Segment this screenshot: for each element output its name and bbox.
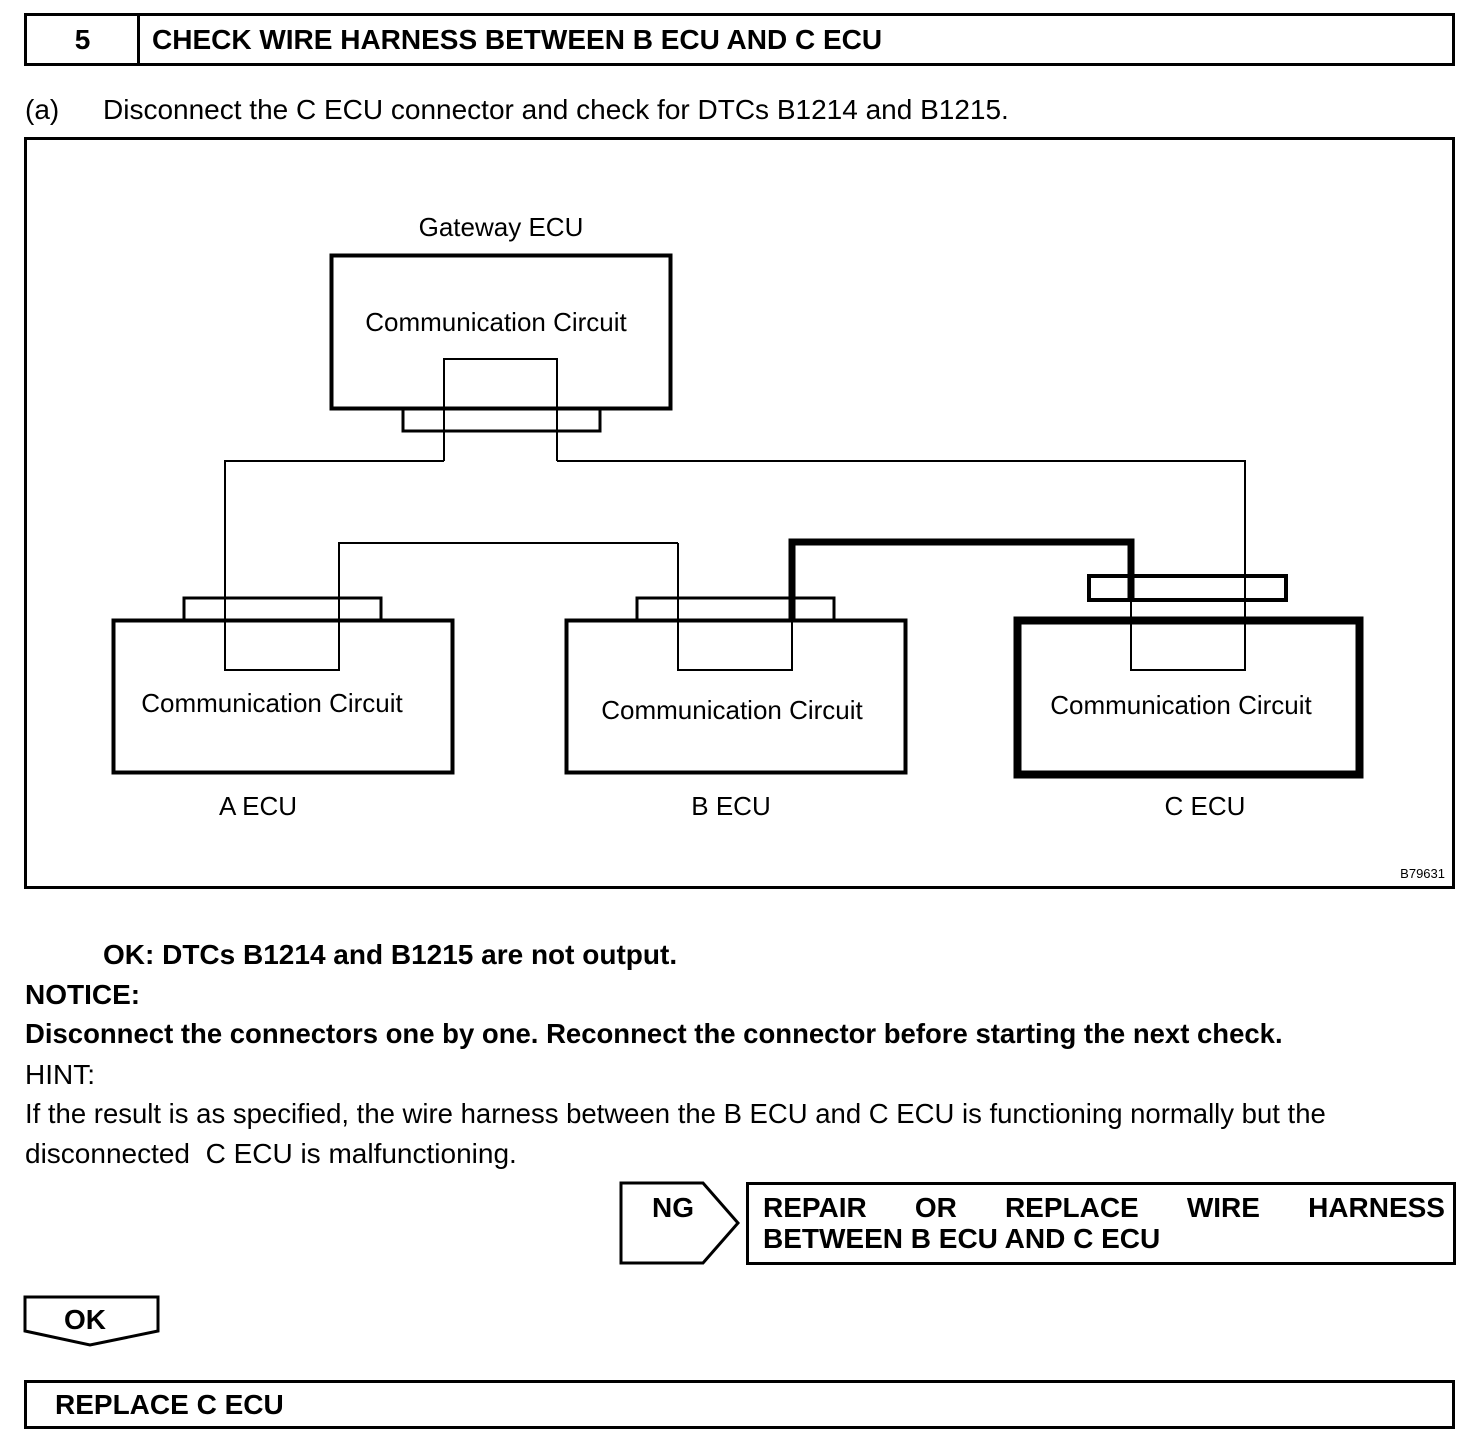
ng-label: NG bbox=[652, 1192, 694, 1223]
wire-a-ecu-to-b-ecu bbox=[677, 543, 793, 671]
ok-label: OK bbox=[64, 1304, 106, 1335]
b-ecu-connector bbox=[635, 596, 836, 622]
ok-condition: OK: DTCs B1214 and B1215 are not output. bbox=[103, 939, 678, 970]
notice-label: NOTICE: bbox=[25, 979, 141, 1010]
ok-action-box: REPLACE C ECU bbox=[24, 1380, 1455, 1429]
ng-arrow-shape bbox=[619, 1181, 740, 1265]
ok-action-text: REPLACE C ECU bbox=[55, 1389, 284, 1420]
ng-action-line-1: REPAIR OR REPLACE WIRE HARNESS bbox=[763, 1194, 1445, 1222]
step-title: CHECK WIRE HARNESS BETWEEN B ECU AND C E… bbox=[152, 24, 883, 55]
b-ecu-label: B ECU bbox=[691, 791, 770, 821]
hint-label: HINT: bbox=[25, 1059, 95, 1090]
wire-gateway-to-a-ecu bbox=[224, 460, 678, 671]
wire-gateway-to-c-ecu bbox=[557, 460, 1246, 671]
instruction-text: Disconnect the C ECU connector and check… bbox=[103, 94, 1009, 125]
a-ecu-circuit-label: Communication Circuit bbox=[141, 688, 403, 718]
hint-line-2: disconnected C ECU is malfunctioning. bbox=[25, 1138, 517, 1169]
ng-action-line-2: BETWEEN B ECU AND C ECU bbox=[763, 1223, 1161, 1254]
notice-text: Disconnect the connectors one by one. Re… bbox=[25, 1018, 1283, 1049]
c-ecu-box bbox=[1013, 616, 1364, 779]
gateway-internal-wire bbox=[443, 358, 558, 461]
ng-action-word: REPLACE bbox=[1004, 1192, 1139, 1223]
figure-code: B79631 bbox=[1400, 866, 1445, 881]
a-ecu-label: A ECU bbox=[219, 791, 297, 821]
ok-arrow-shape bbox=[23, 1295, 160, 1347]
step-header-divider bbox=[137, 16, 140, 63]
ng-action-box: REPAIR OR REPLACE WIRE HARNESS BETWEEN B… bbox=[746, 1182, 1456, 1265]
gateway-connector bbox=[401, 407, 602, 433]
gateway-ecu-label: Gateway ECU bbox=[419, 212, 584, 242]
ng-action-word: REPAIR bbox=[763, 1192, 867, 1223]
step-header: 5 CHECK WIRE HARNESS BETWEEN B ECU AND C… bbox=[24, 13, 1455, 66]
instruction-marker: (a) bbox=[25, 94, 60, 125]
a-ecu-connector bbox=[182, 596, 383, 622]
ng-action-word: WIRE bbox=[1186, 1192, 1260, 1223]
step-number: 5 bbox=[74, 24, 91, 55]
diagram-frame bbox=[24, 137, 1455, 889]
harness-b-ecu-to-c-ecu bbox=[788, 538, 1135, 620]
ng-action-word: OR bbox=[914, 1192, 957, 1223]
b-ecu-circuit-label: Communication Circuit bbox=[601, 695, 863, 725]
c-ecu-label: C ECU bbox=[1165, 791, 1246, 821]
c-ecu-connector-disconnected bbox=[1087, 574, 1288, 602]
c-ecu-circuit-label: Communication Circuit bbox=[1050, 690, 1312, 720]
hint-line-1: If the result is as specified, the wire … bbox=[25, 1098, 1326, 1129]
ng-action-word: HARNESS bbox=[1308, 1192, 1445, 1223]
gateway-circuit-label: Communication Circuit bbox=[365, 307, 627, 337]
